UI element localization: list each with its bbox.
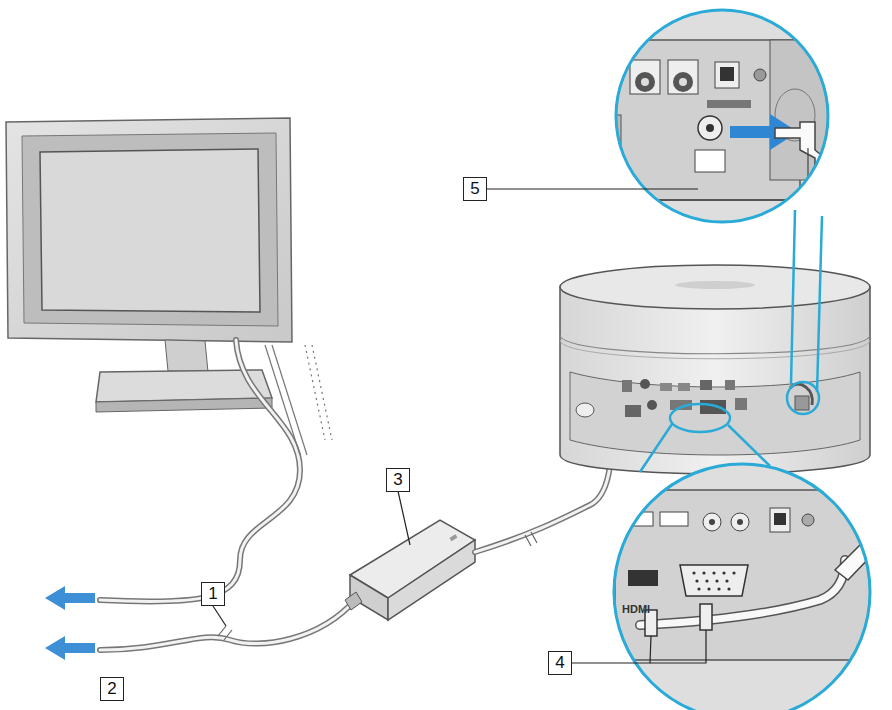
pc-unit (560, 265, 870, 474)
outlet-arrow (45, 586, 95, 660)
port-label: HDMI (622, 603, 650, 615)
callout-number: 5 (463, 177, 487, 201)
callout-number: 3 (386, 468, 410, 492)
zoom-callout (640, 210, 822, 472)
tv-cable-end (305, 345, 332, 440)
callout-number: 1 (201, 582, 225, 606)
leader-line (213, 189, 706, 663)
tv-illustration (6, 118, 292, 412)
zoom-circle (614, 464, 870, 710)
callout-number: 2 (100, 677, 124, 701)
zoom-dc-in (600, 0, 860, 240)
zoom-circle (616, 10, 828, 222)
zoom-cable-ties (600, 450, 890, 710)
ac-adapter (345, 520, 475, 620)
power-cable (100, 340, 300, 602)
callout-number: 4 (548, 651, 572, 675)
